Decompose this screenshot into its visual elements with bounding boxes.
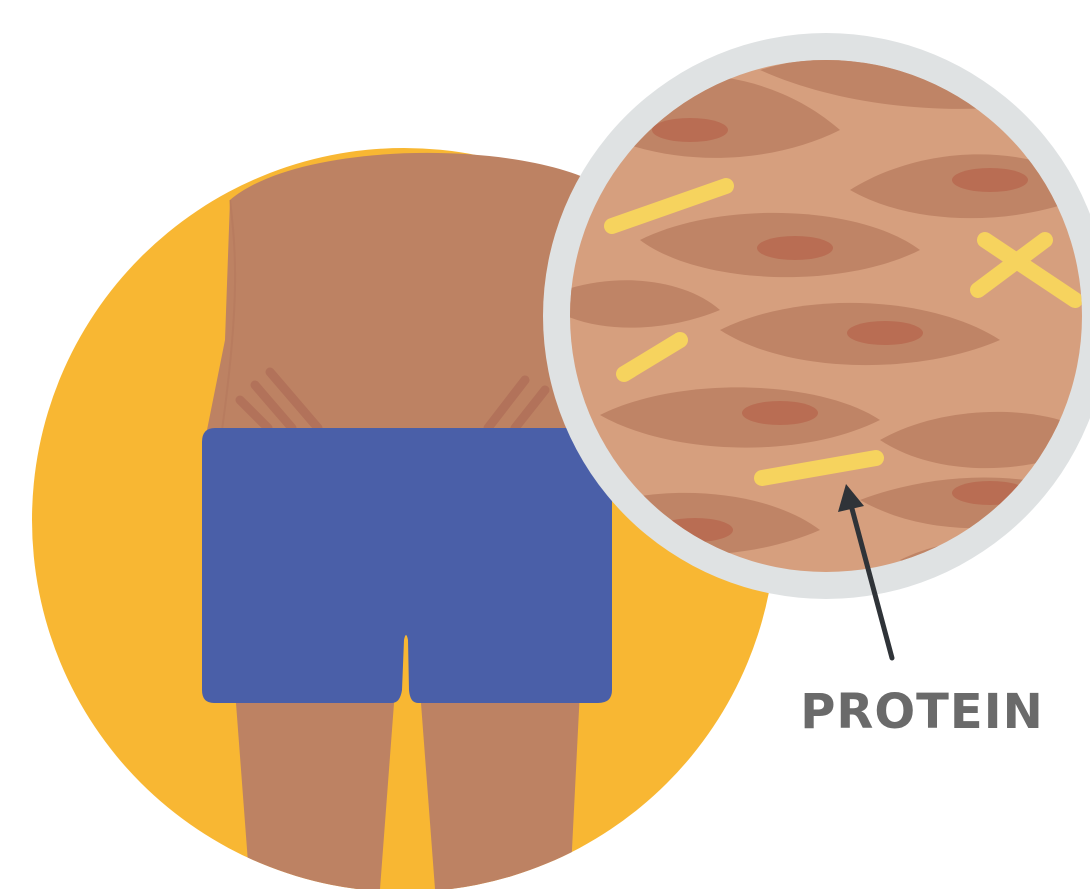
right-leg (420, 690, 580, 889)
left-leg (235, 690, 395, 889)
protein-label: PROTEIN (800, 684, 1044, 740)
